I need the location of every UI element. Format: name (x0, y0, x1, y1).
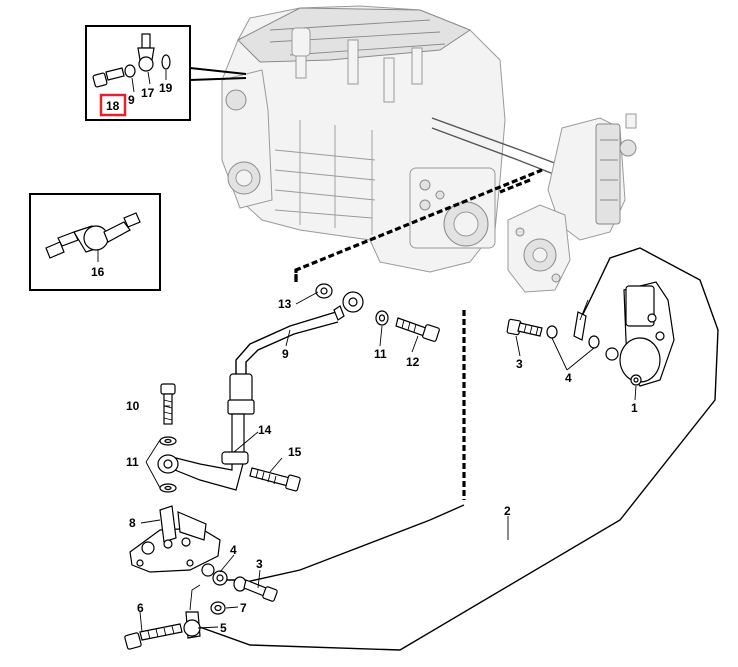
bolt-3-right (506, 299, 600, 349)
fuel-pump-housing (507, 113, 637, 293)
lower-fittings (124, 563, 278, 650)
label-part-3-lower: 3 (256, 557, 263, 571)
label-part-4-lower: 4 (230, 543, 237, 557)
bolt-15 (249, 467, 301, 492)
inset-box-16 (29, 193, 161, 291)
label-part-3-right: 3 (516, 357, 523, 371)
pipe-assembly (157, 413, 249, 491)
label-inset-18: 18 (106, 99, 120, 113)
highlight-box-18 (99, 93, 127, 117)
label-part-4-right: 4 (565, 371, 572, 385)
engine-block (221, 5, 561, 273)
label-part-12: 12 (406, 355, 420, 369)
label-part-15: 15 (288, 445, 302, 459)
label-part-11-upper: 11 (374, 347, 387, 361)
banjo-bolt-10 (159, 383, 177, 493)
label-part-10: 10 (126, 399, 140, 413)
label-part-13: 13 (278, 297, 292, 311)
label-part-2: 2 (504, 504, 511, 518)
label-inset-17: 17 (141, 86, 155, 100)
label-part-7: 7 (240, 601, 247, 615)
part-labels: 1 2 3 3 4 4 5 6 7 8 9 10 11 11 12 13 14 … (91, 81, 638, 635)
primer-pump-1 (605, 281, 675, 387)
fuel-hose-9 (227, 311, 339, 415)
label-inset-9: 9 (128, 93, 135, 107)
upper-banjo-parts (315, 283, 440, 342)
label-inset-19: 19 (159, 81, 173, 95)
label-part-1: 1 (631, 401, 638, 415)
label-part-5: 5 (220, 621, 227, 635)
label-part-9: 9 (282, 347, 289, 361)
dashed-leader-lines (294, 168, 543, 500)
label-part-14: 14 (258, 423, 272, 437)
label-part-6: 6 (137, 601, 144, 615)
inset-box-top (85, 25, 247, 121)
label-part-11-left: 11 (126, 455, 139, 469)
label-part-16: 16 (91, 265, 105, 279)
leader-lines (139, 291, 637, 633)
filter-head-8 (129, 505, 221, 573)
label-part-8: 8 (129, 516, 136, 530)
